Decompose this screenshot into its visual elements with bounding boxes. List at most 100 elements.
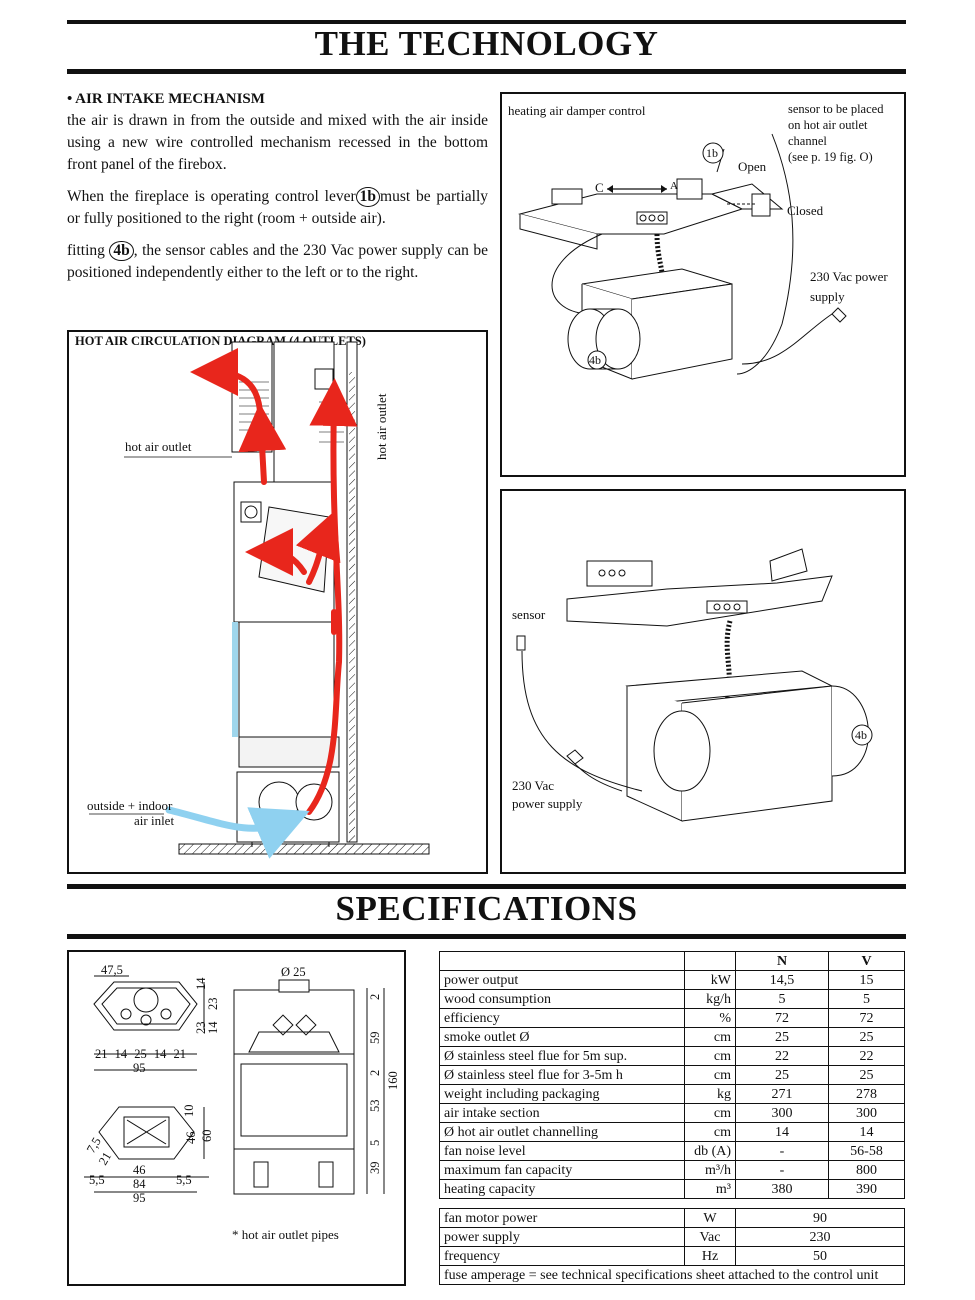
c-label: C [595, 180, 604, 195]
specs-top-rule [67, 884, 906, 889]
spec-value-v: 390 [828, 1179, 905, 1199]
spec-unit: m³/h [684, 1160, 736, 1180]
col-n: N [735, 951, 829, 971]
dim-46-vertical: 46 [184, 1131, 198, 1145]
dim-5-5-left: 5,5 [89, 1173, 105, 1187]
spec-unit: cm [684, 1065, 736, 1085]
dimensions-drawing [84, 975, 385, 1195]
intake-section: • AIR INTAKE MECHANISM the air is drawn … [67, 88, 488, 284]
sensor-power-2: power supply [512, 796, 583, 811]
dim-5-5-right: 5,5 [176, 1173, 192, 1187]
spec-value-n: 14,5 [735, 970, 829, 990]
spec-unit: kg [684, 1084, 736, 1104]
dim-v-5: 5 [368, 1139, 382, 1146]
hot-air-outlet-vertical-label: hot air outlet [374, 393, 389, 460]
dim-v-160: 160 [386, 1071, 400, 1090]
spec-value-n: 25 [735, 1027, 829, 1047]
spec-unit: cm [684, 1103, 736, 1123]
p2-text-a: When the fireplace is operating control … [67, 188, 356, 205]
p3-text-b: , the sensor cables and the 230 Vac powe… [67, 242, 488, 281]
spec-name: efficiency [439, 1008, 685, 1028]
circulation-drawing [89, 341, 430, 859]
sensor-note-2: on hot air outlet [788, 118, 868, 132]
spec-name: wood consumption [439, 989, 685, 1009]
dim-84: 84 [133, 1177, 146, 1191]
spec-value-n: - [735, 1160, 829, 1180]
spec-value-v: 300 [828, 1103, 905, 1123]
header-blank [439, 951, 685, 971]
dim-95-top: 95 [133, 1061, 146, 1075]
intake-paragraph-2: When the fireplace is operating control … [67, 186, 488, 230]
spec-value-n: 72 [735, 1008, 829, 1028]
specs-header-row: N V [439, 951, 905, 971]
dim-46: 46 [133, 1163, 146, 1177]
dim-v-59: 59 [368, 1031, 382, 1045]
intake-paragraph-1: the air is drawn in from the outside and… [67, 112, 488, 173]
dim-14-bottom: 14 [206, 1021, 220, 1035]
hot-air-outlet-label: hot air outlet [125, 439, 192, 454]
spec-value-n: 14 [735, 1122, 829, 1142]
elec-name: power supply [439, 1227, 685, 1247]
spec-unit: cm [684, 1046, 736, 1066]
elec-name: frequency [439, 1246, 685, 1266]
spec-unit: cm [684, 1122, 736, 1142]
spec-value-n: 300 [735, 1103, 829, 1123]
spec-value-v: 25 [828, 1065, 905, 1085]
spec-unit: db (A) [684, 1141, 736, 1161]
spec-name: air intake section [439, 1103, 685, 1123]
inlet-label-1: outside + indoor [87, 798, 173, 813]
sensor-note-1: sensor to be placed [788, 102, 884, 116]
dim-23-top: 23 [206, 997, 220, 1011]
inlet-label-2: air inlet [134, 813, 175, 828]
elec-unit: Hz [684, 1246, 736, 1266]
fuse-row: fuse amperage = see technical specificat… [439, 1265, 905, 1285]
spec-value-v: 5 [828, 989, 905, 1009]
spec-value-v: 278 [828, 1084, 905, 1104]
elec-value: 230 [735, 1227, 905, 1247]
open-label: Open [738, 159, 767, 174]
spec-name: power output [439, 970, 685, 990]
sensor-power-1: 230 Vac [512, 778, 555, 793]
top-rule [67, 20, 906, 24]
spec-unit: kg/h [684, 989, 736, 1009]
sensor-figure: sensor 230 Vac power supply 4b [500, 489, 906, 874]
spec-name: smoke outlet Ø [439, 1027, 685, 1047]
sensor-tag-4b: 4b [855, 728, 867, 742]
spec-unit: kW [684, 970, 736, 990]
dimensions-figure: 47,5 14 23 23 14 21 14 25 14 21 95 10 46… [67, 950, 406, 1286]
p3-text-a: fitting [67, 242, 105, 259]
intake-paragraph-3: fitting 4b, the sensor cables and the 23… [67, 240, 488, 284]
sensor-label: sensor [512, 607, 546, 622]
sensor-drawing [516, 548, 873, 822]
specs-title: SPECIFICATIONS [335, 889, 638, 928]
spec-value-v: 22 [828, 1046, 905, 1066]
spec-name: fan noise level [439, 1141, 685, 1161]
sensor-note-4: (see p. 19 fig. O) [788, 150, 873, 164]
col-v: V [828, 951, 905, 971]
power-label-2: supply [810, 289, 845, 304]
dim-v-2b: 2 [368, 1069, 382, 1076]
damper-control-label: heating air damper control [508, 103, 646, 118]
spec-value-n: 5 [735, 989, 829, 1009]
specs-bottom-rule [67, 934, 906, 939]
elec-value: 50 [735, 1246, 905, 1266]
sensor-note-3: channel [788, 134, 827, 148]
dim-row-21: 21 14 25 14 21 [95, 1047, 186, 1061]
